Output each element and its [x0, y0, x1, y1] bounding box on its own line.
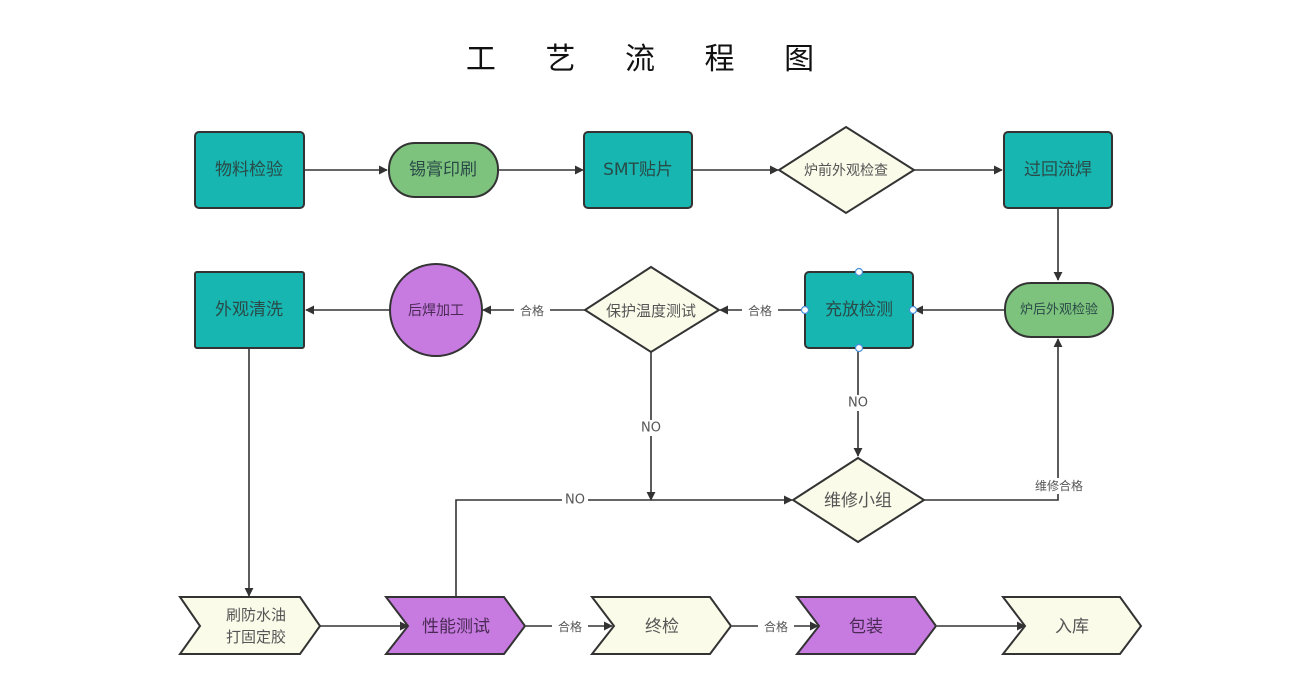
- edge-labels: 合格 合格 NO NO NO 维修合格 合格 合格: [514, 302, 1088, 634]
- node-label: 锡膏印刷: [409, 159, 477, 180]
- label-no-perf: NO: [565, 493, 585, 508]
- node-smt-placement[interactable]: SMT贴片: [583, 131, 693, 209]
- node-protection-temp-test[interactable]: 保护温度测试: [583, 265, 721, 354]
- node-performance-test[interactable]: 性能测试: [383, 596, 527, 655]
- node-post-oven-inspection[interactable]: 炉后外观检验: [1004, 282, 1114, 338]
- node-label: SMT贴片: [603, 160, 673, 180]
- connection-handle-bottom[interactable]: [854, 343, 864, 353]
- edge-perf-to-repair: [455, 495, 793, 596]
- node-appearance-cleaning[interactable]: 外观清洗: [194, 271, 305, 349]
- label-pass-postweld: 合格: [520, 303, 544, 318]
- node-solder-paste-printing[interactable]: 锡膏印刷: [388, 142, 499, 198]
- node-waterproof-glue[interactable]: 刷防水油 打固定胶: [178, 596, 322, 655]
- node-charge-discharge-test[interactable]: 充放检测: [800, 267, 918, 353]
- label-repair-pass: 维修合格: [1035, 478, 1083, 493]
- label-pass-final: 合格: [764, 619, 788, 634]
- page-title: 工 艺 流 程 图: [465, 42, 835, 77]
- node-label: 炉前外观检查: [804, 162, 888, 179]
- label-no-charge: NO: [848, 396, 868, 411]
- node-warehousing[interactable]: 入库: [1000, 596, 1143, 655]
- node-repair-team[interactable]: 维修小组: [791, 456, 926, 544]
- node-post-weld-processing[interactable]: 后焊加工: [389, 263, 483, 357]
- node-label-line-1: 刷防水油: [226, 606, 286, 624]
- node-label: 包装: [849, 617, 883, 637]
- edge-repair-to-postoven: [924, 338, 1063, 501]
- node-final-inspection[interactable]: 终检: [589, 596, 733, 655]
- node-label: 外观清洗: [215, 300, 283, 320]
- node-label: 炉后外观检验: [1020, 302, 1098, 318]
- node-label: 过回流焊: [1024, 160, 1092, 180]
- node-label: 充放检测: [825, 300, 893, 320]
- label-no-protect: NO: [641, 421, 661, 436]
- node-label: 入库: [1055, 617, 1089, 637]
- node-packaging[interactable]: 包装: [794, 596, 938, 655]
- edges: [244, 165, 1063, 631]
- connection-handle-right[interactable]: [908, 305, 918, 315]
- node-label: 保护温度测试: [606, 302, 696, 320]
- connection-handle-top[interactable]: [854, 267, 864, 277]
- connection-handle-left[interactable]: [800, 305, 810, 315]
- label-pass-perf: 合格: [558, 619, 582, 634]
- node-label: 物料检验: [215, 160, 283, 180]
- node-material-inspection[interactable]: 物料检验: [194, 131, 305, 209]
- label-pass-protect: 合格: [748, 303, 772, 318]
- node-pre-oven-inspection[interactable]: 炉前外观检查: [777, 125, 916, 215]
- node-label-line-2: 打固定胶: [226, 628, 286, 646]
- node-label: 后焊加工: [408, 303, 464, 319]
- node-reflow-soldering[interactable]: 过回流焊: [1003, 131, 1113, 209]
- node-label: 维修小组: [824, 491, 892, 511]
- node-label: 终检: [645, 617, 679, 637]
- node-label: 性能测试: [422, 617, 490, 637]
